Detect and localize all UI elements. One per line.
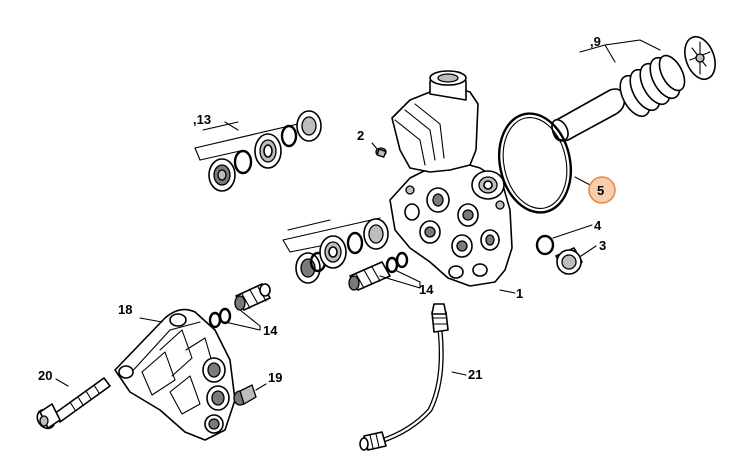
label-19: 19 <box>268 370 282 385</box>
highlight-circle-5 <box>588 176 616 204</box>
label-2: 2 <box>357 128 364 143</box>
long-bolt <box>36 377 111 430</box>
label-4: 4 <box>594 218 602 233</box>
valve-cartridge-lower <box>208 283 271 331</box>
pump-housing <box>389 70 516 294</box>
seal-kit-middle <box>282 217 421 291</box>
small-o-ring <box>535 224 593 256</box>
piston-spring-assembly <box>551 35 716 142</box>
label-3: 3 <box>599 238 606 253</box>
small-screw <box>371 142 387 159</box>
plug-fitting <box>555 245 597 275</box>
label-20: 20 <box>38 368 52 383</box>
seal-kit-upper <box>194 110 322 192</box>
small-bolt <box>233 383 267 406</box>
label-14-middle: 14 <box>419 282 434 297</box>
label-14-lower: 14 <box>263 323 278 338</box>
label-9: ,9 <box>590 34 601 49</box>
label-21: 21 <box>468 367 482 382</box>
label-13: ,13 <box>193 112 211 127</box>
cover-plate <box>114 308 236 441</box>
part-labels: ,9 ,13 2 5 4 3 14 1 18 14 20 19 21 <box>38 34 616 385</box>
label-1: 1 <box>516 286 523 301</box>
label-18: 18 <box>118 302 132 317</box>
label-5: 5 <box>597 183 604 198</box>
high-pressure-pipe <box>359 303 467 451</box>
large-o-ring <box>498 112 593 214</box>
